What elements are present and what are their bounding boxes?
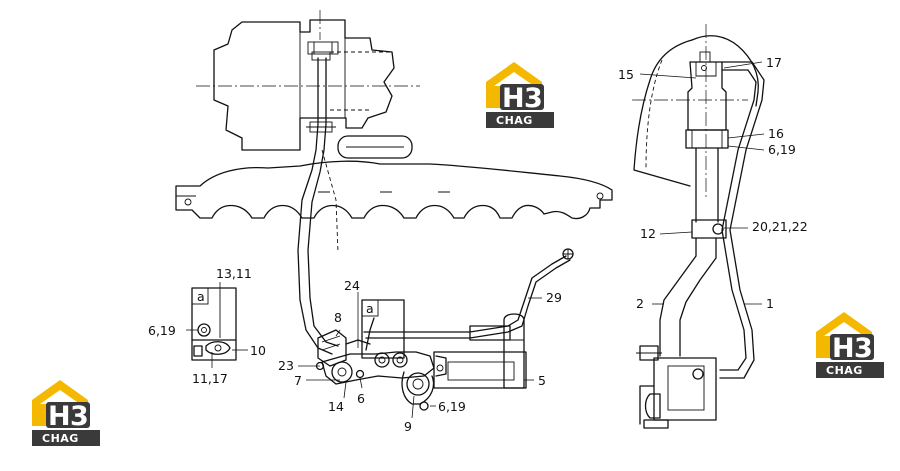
label-15: 15 — [618, 67, 634, 82]
label-24: 24 — [344, 278, 360, 293]
detail-a-center: a — [366, 301, 374, 316]
label-23: 23 — [278, 358, 294, 373]
label-6-19-left: 6,19 — [148, 323, 176, 338]
watermark-logo-top: H 3 CHAG — [486, 62, 554, 128]
label-12: 12 — [640, 226, 656, 241]
label-16: 16 — [768, 126, 784, 141]
oval-boss — [337, 135, 413, 159]
label-1: 1 — [766, 296, 774, 311]
lever-assembly — [315, 317, 447, 411]
label-6-19-right: 6,19 — [768, 142, 796, 157]
label-9: 9 — [404, 419, 412, 434]
logo-h-top: H — [502, 83, 525, 114]
label-8: 8 — [334, 310, 342, 325]
left-pipes — [297, 51, 339, 355]
logo-text-right: CHAG — [826, 364, 863, 377]
engine-housing — [196, 10, 420, 151]
label-14: 14 — [328, 399, 344, 414]
logo-text-bottom: CHAG — [42, 432, 79, 445]
label-2: 2 — [636, 296, 644, 311]
label-11-17: 11,17 — [192, 371, 228, 386]
exhaust-manifold — [175, 160, 613, 220]
logo-3-top: 3 — [524, 83, 543, 114]
label-29: 29 — [546, 290, 562, 305]
logo-h-bottom: H — [48, 401, 71, 432]
label-10: 10 — [250, 343, 266, 358]
watermark-logo-bottom: H 3 CHAG — [32, 380, 100, 446]
logo-3-bottom: 3 — [70, 401, 89, 432]
label-5: 5 — [538, 373, 546, 388]
part-labels: 17 15 16 6,19 12 20,21,22 2 1 29 24 8 23… — [148, 55, 808, 434]
label-13-11: 13,11 — [216, 266, 252, 281]
right-assembly — [632, 24, 765, 429]
control-cable — [363, 248, 574, 341]
logo-text-top: CHAG — [496, 114, 533, 127]
label-6-19-bottom: 6,19 — [438, 399, 466, 414]
label-7: 7 — [294, 373, 302, 388]
leader-lines — [186, 61, 765, 419]
cylinder-housing — [433, 313, 527, 389]
label-6: 6 — [357, 391, 365, 406]
logo-h-right: H — [832, 333, 855, 364]
logo-3-right: 3 — [854, 333, 873, 364]
detail-marker-center: a — [361, 299, 405, 359]
detail-a-left: a — [197, 289, 205, 304]
watermark-logo-right: H 3 CHAG — [816, 312, 884, 378]
label-17: 17 — [766, 55, 782, 70]
label-20-21-22: 20,21,22 — [752, 219, 808, 234]
detail-view-left: a — [191, 287, 237, 361]
